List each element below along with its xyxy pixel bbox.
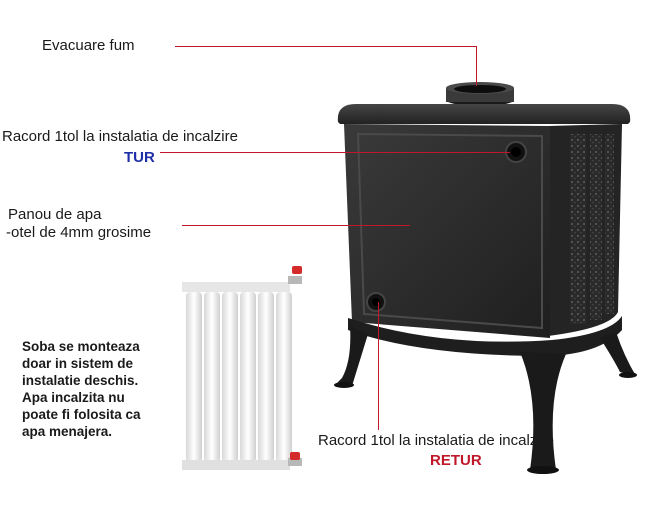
leg-front-right [520,352,566,470]
radiator-top-header [182,282,290,292]
label-supply-tag: TUR [124,149,155,166]
radiator-fin [258,292,274,462]
note-line: doar in sistem de [22,356,134,371]
water-panel [356,132,543,330]
leader-exhaust-drop [476,46,477,86]
note-line: poate fi folosita ca [22,407,141,422]
flue-opening [454,85,506,93]
valve-handle-icon [292,266,302,274]
radiator-fin [186,292,202,462]
leader-return [378,302,379,430]
side-ornament-left [570,134,586,324]
radiator-fin [240,292,256,462]
note-line: Apa incalzita nu [22,390,125,405]
installation-note: Soba se monteaza doar in sistem de insta… [22,338,192,440]
leg-front-left [336,326,368,386]
radiator-fin [276,292,292,462]
valve-handle-icon [290,452,300,460]
label-supply-connection: Racord 1tol la instalatia de incalzire [2,128,238,145]
side-ornament-right [605,134,614,314]
radiator-bottom-valve [288,458,302,466]
stove-front [344,124,550,338]
radiator-fin [222,292,238,462]
label-return-connection: Racord 1tol la instalatia de incalzire [318,432,554,449]
label-water-panel: Panou de apa [8,206,102,223]
leader-exhaust [175,46,476,47]
label-water-panel-thickness: -otel de 4mm grosime [6,224,152,241]
radiator-top-valve [288,276,302,284]
leg-back-right [600,332,636,376]
label-return-tag: RETUR [430,452,482,469]
stove-top-plate [337,104,631,124]
radiator-bottom-header [182,460,290,470]
radiator [182,266,302,470]
leader-panel [182,225,410,226]
note-line: apa menajera. [22,424,113,439]
radiator-fin [204,292,220,462]
label-exhaust: Evacuare fum [42,37,135,54]
stove [334,82,637,474]
note-line: instalatie deschis. [22,373,139,388]
leader-supply [160,152,510,153]
stove-base [348,316,622,356]
note-line: Soba se monteaza [22,339,140,354]
side-ornament-mid [590,134,602,320]
